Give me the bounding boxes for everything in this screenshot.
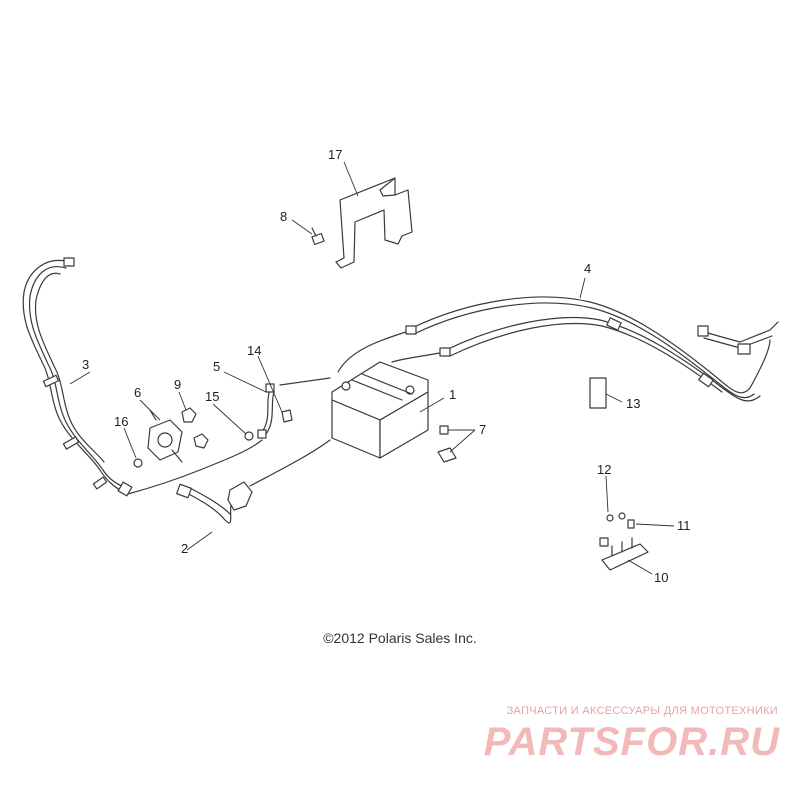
callout-17: 17 bbox=[328, 147, 342, 162]
nuts-12 bbox=[606, 512, 626, 522]
callout-9: 9 bbox=[174, 377, 181, 392]
callout-14: 14 bbox=[247, 343, 261, 358]
bolt-8 bbox=[311, 227, 325, 246]
callout-13: 13 bbox=[626, 396, 640, 411]
battery bbox=[331, 361, 429, 459]
label-13 bbox=[589, 377, 607, 409]
thin-cable bbox=[127, 377, 331, 495]
callout-12: 12 bbox=[597, 462, 611, 477]
callout-3: 3 bbox=[82, 357, 89, 372]
battery-bracket bbox=[335, 177, 413, 269]
main-harness bbox=[405, 296, 779, 402]
screw-11 bbox=[627, 519, 635, 529]
solenoid-6 bbox=[147, 409, 183, 463]
callout-15: 15 bbox=[205, 389, 219, 404]
copyright-notice: ©2012 Polaris Sales Inc. bbox=[323, 630, 477, 646]
callout-1: 1 bbox=[449, 387, 456, 402]
nut-16 bbox=[133, 458, 143, 468]
callout-8: 8 bbox=[280, 209, 287, 224]
callout-11: 11 bbox=[677, 518, 691, 533]
callout-7: 7 bbox=[479, 422, 486, 437]
terminal-block-10 bbox=[599, 537, 649, 571]
watermark-tagline: ЗАПЧАСТИ И АКСЕССУАРЫ ДЛЯ МОТОТЕХНИКИ bbox=[506, 705, 778, 717]
callouts: 17 8 3 4 1 2 6 9 5 14 15 16 7 13 12 11 1… bbox=[82, 147, 691, 585]
callout-2: 2 bbox=[181, 541, 188, 556]
bolts-7 bbox=[437, 425, 457, 463]
callout-4: 4 bbox=[584, 261, 591, 276]
left-cable-harness bbox=[22, 257, 133, 497]
leader-lines bbox=[69, 161, 675, 575]
nut-near-9 bbox=[193, 433, 209, 449]
callout-16: 16 bbox=[114, 414, 128, 429]
callout-5: 5 bbox=[213, 359, 220, 374]
cable-5 bbox=[257, 383, 275, 439]
callout-6: 6 bbox=[134, 385, 141, 400]
battery-cable-2 bbox=[176, 439, 331, 524]
nut-15 bbox=[244, 431, 254, 441]
watermark-logo: PARTSFOR.RU bbox=[483, 720, 780, 764]
nut-9 bbox=[181, 407, 197, 423]
callout-10: 10 bbox=[654, 570, 668, 585]
terminal-14 bbox=[281, 409, 293, 423]
